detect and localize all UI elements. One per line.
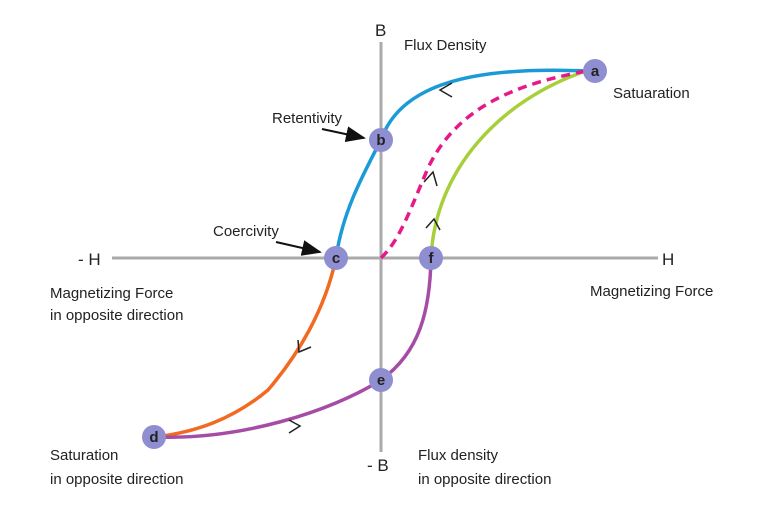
magnetizing-force-opposite-line2: in opposite direction	[50, 307, 183, 324]
node-f: f	[419, 246, 443, 270]
axis-label-b: B	[375, 21, 386, 40]
curve-f-a	[429, 69, 587, 259]
flux-density-label: Flux Density	[404, 37, 487, 54]
initial-magnetization-curve	[379, 69, 587, 260]
node-e: e	[369, 368, 393, 392]
node-c: c	[324, 246, 348, 270]
direction-arrow-initial	[423, 170, 438, 187]
node-d: d	[142, 425, 166, 449]
node-e-label: e	[377, 372, 385, 389]
flux-density-opposite-line2: in opposite direction	[418, 471, 551, 488]
saturation-label: Satuaration	[613, 85, 690, 102]
coercivity-label: Coercivity	[213, 223, 279, 240]
node-a-label: a	[591, 63, 600, 80]
coercivity-pointer	[275, 240, 322, 256]
retentivity-pointer	[321, 126, 366, 143]
node-b-label: b	[376, 132, 385, 149]
magnetizing-force-opposite-line1: Magnetizing Force	[50, 285, 173, 302]
axis-label-minus-h: - H	[78, 250, 101, 269]
direction-arrow-top	[438, 82, 453, 98]
curve-d-e-f	[155, 257, 433, 439]
node-d-label: d	[149, 429, 158, 446]
axis-label-h: H	[662, 250, 674, 269]
curve-c-d	[155, 257, 338, 439]
direction-arrow-cd	[297, 339, 312, 354]
flux-density-opposite-line1: Flux density	[418, 447, 499, 464]
node-c-label: c	[332, 250, 340, 267]
axis-label-minus-b: - B	[367, 456, 389, 475]
direction-arrow-df	[288, 419, 302, 434]
node-f-label: f	[429, 250, 435, 267]
node-a: a	[583, 59, 607, 83]
direction-arrow-fa	[425, 217, 441, 231]
saturation-opposite-line1: Saturation	[50, 447, 118, 464]
retentivity-label: Retentivity	[272, 110, 343, 127]
saturation-opposite-line2: in opposite direction	[50, 471, 183, 488]
magnetizing-force-label: Magnetizing Force	[590, 283, 713, 300]
node-b: b	[369, 128, 393, 152]
